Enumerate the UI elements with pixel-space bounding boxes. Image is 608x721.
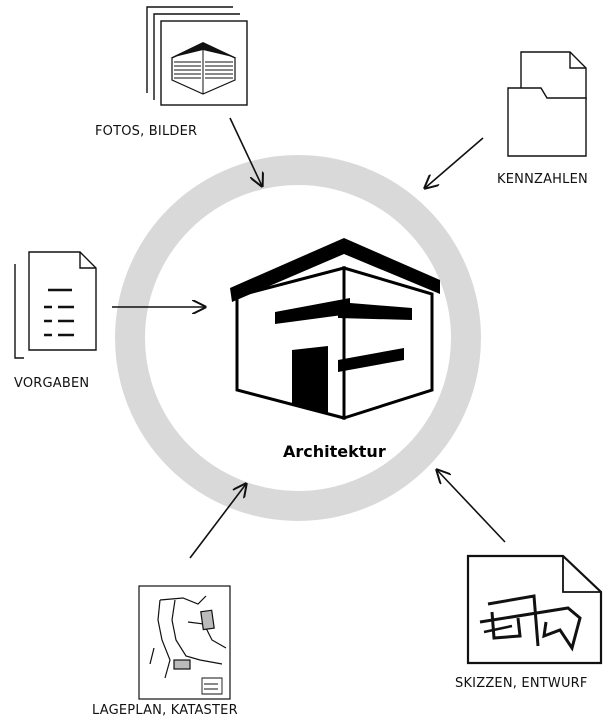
document-list-icon: [14, 251, 97, 359]
arrow-fotos: [229, 117, 262, 186]
label-lageplan-kataster: LAGEPLAN, KATASTER: [92, 703, 238, 718]
label-kennzahlen: KENNZAHLEN: [497, 172, 588, 187]
site-plan-icon: [138, 585, 231, 700]
label-skizzen-entwurf: SKIZZEN, ENTWURF: [455, 676, 588, 691]
house-icon: [230, 238, 440, 421]
label-vorgaben: VORGABEN: [14, 376, 90, 391]
arrow-skizzen: [437, 470, 506, 543]
center-ring: [115, 155, 481, 521]
center-title: Architektur: [283, 442, 386, 461]
arrow-lageplan: [189, 484, 246, 559]
photo-stack-icon: [146, 6, 248, 106]
folder-icon: [507, 51, 587, 157]
sketch-icon: [466, 554, 603, 665]
label-fotos-bilder: FOTOS, BILDER: [95, 124, 198, 139]
arrow-kennzahlen: [425, 137, 484, 188]
